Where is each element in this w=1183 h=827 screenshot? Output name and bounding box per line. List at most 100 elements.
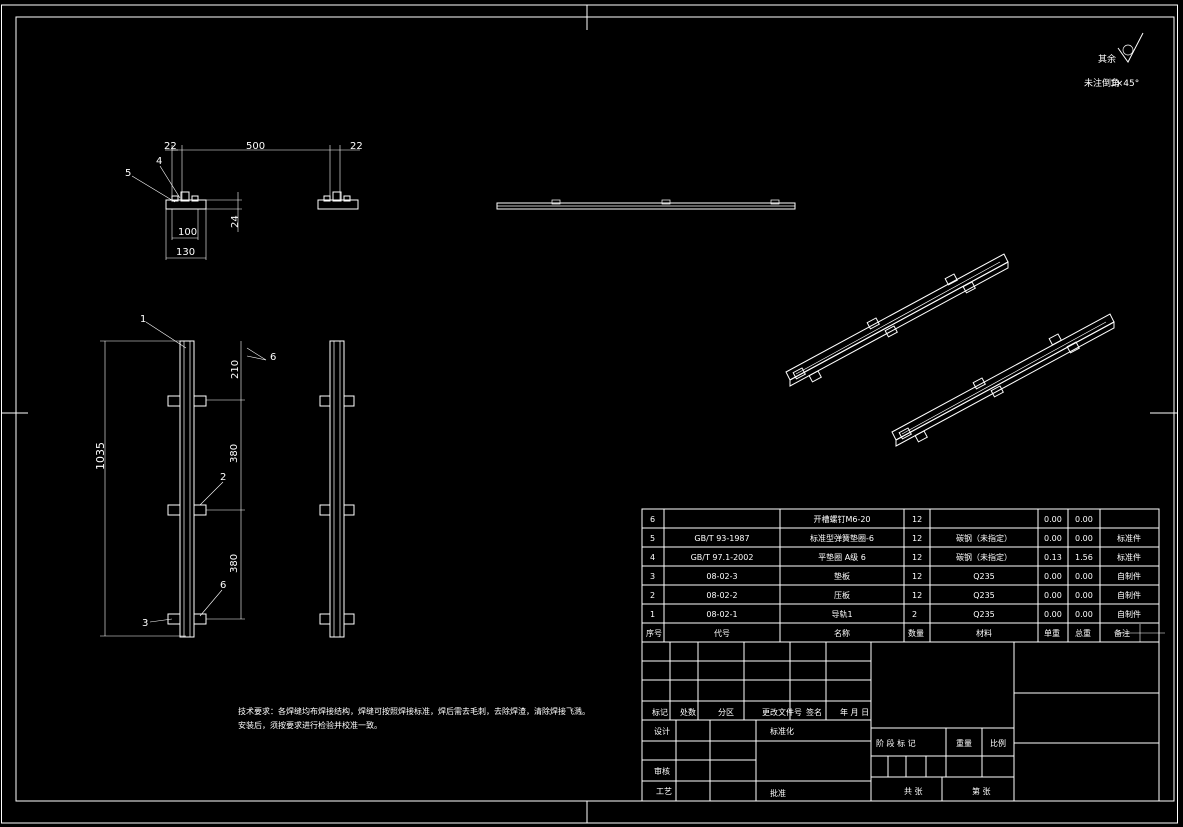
tb-review: 审核: [654, 766, 670, 776]
front-view: 1035 210 380 380 1 6 2 6 3: [94, 314, 276, 638]
top-dim-right: 22: [350, 141, 363, 152]
tb-count: 处数: [680, 707, 696, 717]
bom-r5-qty: 2: [912, 610, 917, 619]
bom-r0-name: 开槽螺钉M6-20: [813, 514, 870, 524]
spacing-1: 210: [230, 360, 241, 379]
tb-change-doc: 更改文件号: [762, 707, 802, 717]
front-callout-3: 3: [142, 618, 148, 629]
note-line-2: 安装后，须按要求进行检验并校准一致。: [238, 720, 382, 730]
bom-r1-name: 标准型弹簧垫圈-6: [810, 533, 874, 543]
bom-r2-remark: 标准件: [1117, 552, 1141, 562]
bom-r5-single: 0.00: [1044, 610, 1062, 619]
side-view-vertical: [319, 340, 355, 638]
tb-sheet-no: 第 张: [972, 786, 991, 796]
surface-roughness-note: 其余 未注倒角 1×45°: [1084, 32, 1144, 89]
callout-5: 5: [125, 168, 131, 179]
bom-r4-remark: 自制件: [1117, 590, 1141, 600]
bom-h-material: 材料: [976, 628, 992, 638]
outer-border: [1, 4, 1178, 824]
front-callout-2: 2: [220, 472, 226, 483]
bom-h-total: 总重: [1075, 628, 1091, 638]
tb-standardize: 标准化: [770, 726, 794, 736]
top-dim-height: 24: [230, 215, 241, 228]
front-callout-6a: 6: [270, 352, 276, 363]
front-callout-1: 1: [140, 314, 146, 325]
bom-r4-name: 压板: [834, 590, 850, 600]
tb-stage-mark: 阶 段 标 记: [876, 738, 916, 748]
bom-r5-material: Q235: [973, 610, 995, 619]
bom-r0-total: 0.00: [1075, 515, 1093, 524]
top-dim-left: 22: [164, 141, 177, 152]
bom-r4-code: 08-02-2: [706, 591, 737, 600]
bom-h-code: 代号: [714, 628, 730, 638]
bom-h-single: 单重: [1044, 628, 1060, 638]
top-dim-span: 500: [246, 141, 265, 152]
bom-r1-material: 碳钢（未指定）: [956, 533, 1012, 543]
front-callout-6b: 6: [220, 580, 226, 591]
tb-sheets-total: 共 张: [904, 787, 923, 796]
bom-r2-material: 碳钢（未指定）: [956, 552, 1012, 562]
bom-r3-code: 08-02-3: [706, 572, 737, 581]
side-view-long-bar: [496, 199, 796, 210]
bom-r4-single: 0.00: [1044, 591, 1062, 600]
tb-mark: 标记: [652, 707, 668, 717]
bom-r1-no: 5: [650, 534, 655, 543]
tb-process: 工艺: [656, 787, 672, 796]
bom-r3-no: 3: [650, 572, 655, 581]
tb-zone: 分区: [718, 708, 734, 717]
surface-label: 其余: [1098, 53, 1116, 65]
bom-r2-name: 平垫圈 A级 6: [818, 552, 866, 562]
bom-r5-name: 导轨1: [831, 609, 852, 619]
bom-r1-remark: 标准件: [1117, 533, 1141, 543]
bom-r1-qty: 12: [912, 534, 922, 543]
isometric-rail-lower: [891, 313, 1115, 447]
bom-r4-material: Q235: [973, 591, 995, 600]
bom-r3-qty: 12: [912, 572, 922, 581]
bom-r1-code: GB/T 93-1987: [694, 534, 749, 543]
bom-r4-total: 0.00: [1075, 591, 1093, 600]
bom-r3-single: 0.00: [1044, 572, 1062, 581]
inner-border: [15, 16, 1175, 802]
bom-r5-total: 0.00: [1075, 610, 1093, 619]
bom-r5-remark: 自制件: [1117, 609, 1141, 619]
bom-r5-code: 08-02-1: [706, 610, 737, 619]
bom-r0-no: 6: [650, 515, 655, 524]
tb-design: 设计: [654, 726, 670, 736]
spacing-2: 380: [229, 444, 240, 463]
callout-4: 4: [156, 156, 162, 167]
chamfer-value: 1×45°: [1110, 79, 1139, 89]
note-line-1: 技术要求：各焊缝均布焊接结构，焊缝可按照焊接标准，焊后需去毛刺，去除焊渣，清除焊…: [238, 706, 590, 716]
front-height: 1035: [94, 442, 107, 470]
bom-r4-no: 2: [650, 591, 655, 600]
bom-r0-qty: 12: [912, 515, 922, 524]
bom-table: 6 开槽螺钉M6-20 12 0.00 0.00 5 GB/T 93-1987 …: [641, 508, 1165, 643]
bom-r3-name: 垫板: [834, 571, 850, 581]
bom-r0-single: 0.00: [1044, 515, 1062, 524]
bom-r2-total: 1.56: [1075, 553, 1093, 562]
tb-date: 年 月 日: [840, 707, 869, 717]
bom-r3-total: 0.00: [1075, 572, 1093, 581]
tb-approve: 批准: [770, 788, 786, 798]
bom-r1-total: 0.00: [1075, 534, 1093, 543]
bom-r4-qty: 12: [912, 591, 922, 600]
bom-r2-single: 0.13: [1044, 553, 1062, 562]
bom-r2-code: GB/T 97.1-2002: [691, 553, 754, 562]
chamfer-label: 未注倒角: [1084, 77, 1120, 89]
bom-h-qty: 数量: [908, 628, 924, 638]
bom-r2-no: 4: [650, 553, 655, 562]
tb-scale: 比例: [990, 738, 1006, 748]
width-outer: 130: [176, 247, 195, 258]
tb-sign: 签名: [806, 707, 822, 717]
bom-r5-no: 1: [650, 610, 655, 619]
bom-r3-material: Q235: [973, 572, 995, 581]
tb-weight: 重量: [956, 738, 972, 748]
width-inner: 100: [178, 227, 197, 238]
bom-h-name: 名称: [834, 628, 850, 638]
isometric-rail-upper: [785, 253, 1009, 387]
spacing-3: 380: [229, 554, 240, 573]
bom-h-no: 序号: [646, 628, 662, 638]
bom-r1-single: 0.00: [1044, 534, 1062, 543]
top-view: 22 500 22 5 4 24 100 130: [125, 141, 363, 260]
bom-r3-remark: 自制件: [1117, 571, 1141, 581]
